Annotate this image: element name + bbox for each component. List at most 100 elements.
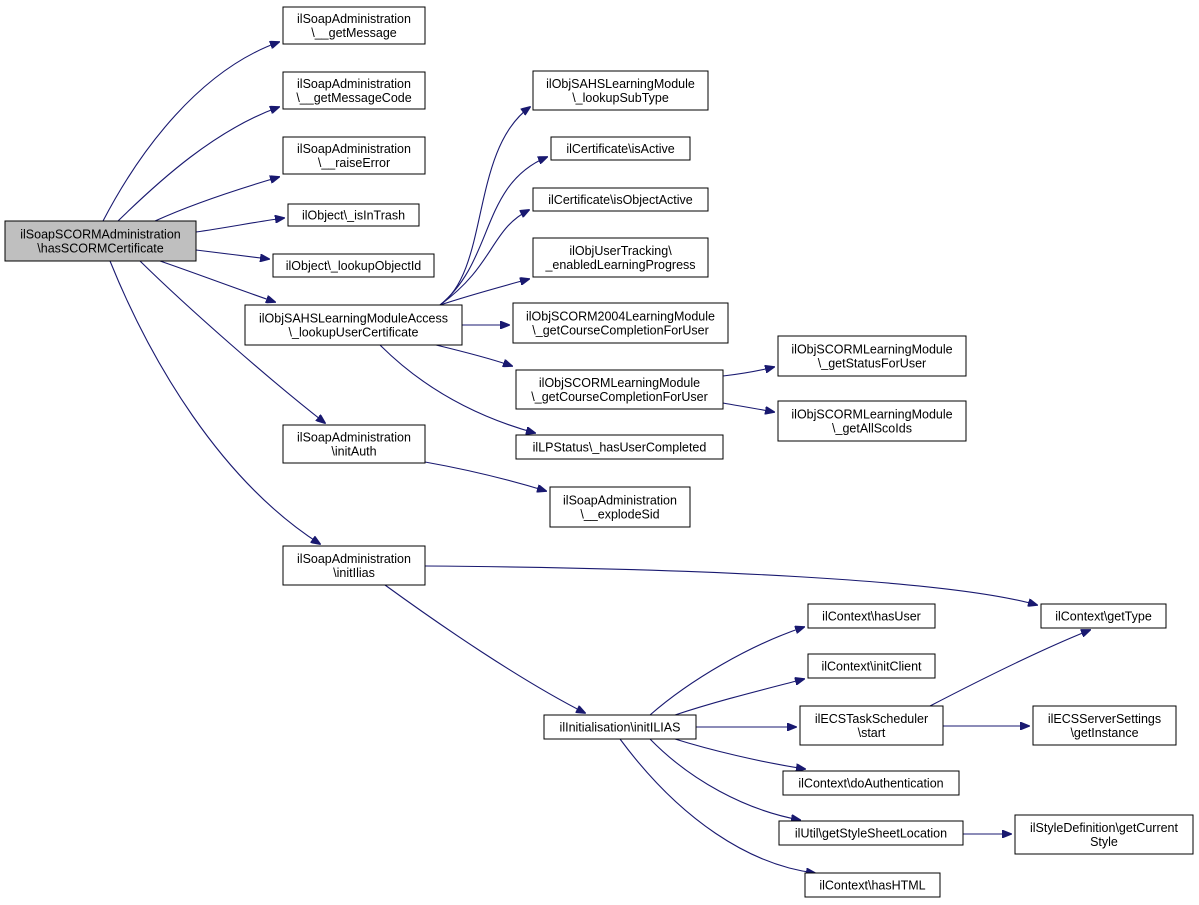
edge-initILIAS-to-initClient <box>674 679 804 716</box>
node-getStatusForUser[interactable]: ilObjSCORMLearningModule\_getStatusForUs… <box>777 335 967 377</box>
node-doAuthentication[interactable]: ilContext\doAuthentication <box>782 770 960 796</box>
node-box <box>282 545 426 586</box>
node-initClient[interactable]: ilContext\initClient <box>807 653 936 679</box>
node-box <box>543 714 697 740</box>
node-box <box>778 820 964 846</box>
edge-root-to-initIlias <box>109 260 320 544</box>
node-getStyleSheetLocation[interactable]: ilUtil\getStyleSheetLocation <box>778 820 964 846</box>
node-box <box>512 302 729 344</box>
edge-root-to-lookupObjectId <box>195 249 269 259</box>
node-label-line: ilCertificate\isActive <box>566 142 674 156</box>
node-box <box>1040 603 1167 629</box>
node-box <box>515 434 724 460</box>
node-isInTrash[interactable]: ilObject\_isInTrash <box>287 203 420 227</box>
node-label-line: ilContext\initClient <box>821 660 922 674</box>
node-label-line: \__getMessage <box>311 26 397 40</box>
edge-root-to-raiseError <box>154 177 279 222</box>
node-label-line: _enabledLearningProgress <box>544 258 695 272</box>
edge-initIlias-to-getType <box>424 565 1037 605</box>
node-initILIAS[interactable]: ilInitialisation\initILIAS <box>543 714 697 740</box>
node-label-line: ilCertificate\isObjectActive <box>548 193 693 207</box>
edge-lookupUserCertificate-to-lookupSubType <box>439 107 530 306</box>
edge-initILIAS-to-hasUser <box>649 627 804 716</box>
node-box <box>777 335 967 377</box>
node-ecsServerSettings[interactable]: ilECSServerSettings\getInstance <box>1032 705 1177 746</box>
node-label-line: ilObjSCORMLearningModule <box>539 376 700 390</box>
node-box <box>282 136 426 175</box>
node-root[interactable]: ilSoapSCORMAdministration\hasSCORMCertif… <box>4 220 197 262</box>
node-label-line: \__explodeSid <box>580 508 659 522</box>
node-label-line: ilObjSAHSLearningModule <box>546 77 695 91</box>
node-box <box>287 203 420 227</box>
node-label-line: ilLPStatus\_hasUserCompleted <box>533 441 707 455</box>
node-ecsStart[interactable]: ilECSTaskScheduler\start <box>799 705 944 746</box>
node-hasUserCompleted[interactable]: ilLPStatus\_hasUserCompleted <box>515 434 724 460</box>
node-box <box>1032 705 1177 746</box>
node-initAuth[interactable]: ilSoapAdministration\initAuth <box>282 424 426 464</box>
node-label-line: ilSoapSCORMAdministration <box>20 228 181 242</box>
node-lookupUserCertificate[interactable]: ilObjSAHSLearningModuleAccess\_lookupUse… <box>244 304 463 346</box>
node-lookupSubType[interactable]: ilObjSAHSLearningModule\_lookupSubType <box>532 70 709 111</box>
edge-root-to-initAuth <box>139 260 325 423</box>
node-certIsObjectActive[interactable]: ilCertificate\isObjectActive <box>532 187 709 212</box>
node-getType[interactable]: ilContext\getType <box>1040 603 1167 629</box>
node-label-line: \_getCourseCompletionForUser <box>532 324 708 338</box>
edge-lookupUserCertificate-to-certIsObjectActive <box>439 210 529 306</box>
edge-lookupUserCertificate-to-hasUserCompleted <box>379 344 535 433</box>
node-label-line: ilSoapAdministration <box>297 552 411 566</box>
node-label-line: \_getCourseCompletionForUser <box>531 390 707 404</box>
node-hasHTML[interactable]: ilContext\hasHTML <box>804 872 941 898</box>
edge-root-to-isInTrash <box>195 218 284 233</box>
edge-lookupUserCertificate-to-certIsActive <box>439 157 547 306</box>
nodes-layer: ilSoapSCORMAdministration\hasSCORMCertif… <box>4 6 1194 898</box>
node-box <box>782 770 960 796</box>
node-getMessage[interactable]: ilSoapAdministration\__getMessage <box>282 6 426 45</box>
node-label-line: ilECSServerSettings <box>1048 712 1161 726</box>
node-lookupObjectId[interactable]: ilObject\_lookupObjectId <box>272 253 435 278</box>
node-raiseError[interactable]: ilSoapAdministration\__raiseError <box>282 136 426 175</box>
node-label-line: ilObjSCORMLearningModule <box>791 343 952 357</box>
node-enabledLP[interactable]: ilObjUserTracking\_enabledLearningProgre… <box>532 237 709 278</box>
edge-root-to-getMessageCode <box>117 107 279 222</box>
node-box <box>532 70 709 111</box>
node-label-line: \_getAllScoIds <box>832 422 912 436</box>
edge-initILIAS-to-doAuthentication <box>674 738 805 769</box>
edge-initAuth-to-explodeSid <box>424 461 546 491</box>
node-explodeSid[interactable]: ilSoapAdministration\__explodeSid <box>549 486 691 528</box>
node-label-line: ilObjSCORM2004LearningModule <box>526 310 715 324</box>
node-label-line: ilContext\hasHTML <box>819 879 925 893</box>
node-box <box>804 872 941 898</box>
node-label-line: ilSoapAdministration <box>563 494 677 508</box>
edge-initILIAS-to-getStyleSheetLocation <box>649 738 800 820</box>
edge-lookupUserCertificate-to-enabledLP <box>439 279 529 306</box>
edge-ecsStart-to-getType <box>929 630 1090 707</box>
edge-lookupUserCertificate-to-scormCompletion <box>435 344 512 366</box>
node-label-line: ilContext\hasUser <box>822 610 921 624</box>
node-label-line: \_lookupSubType <box>572 91 669 105</box>
node-scormCompletion[interactable]: ilObjSCORMLearningModule\_getCourseCompl… <box>515 369 724 410</box>
node-scorm2004Completion[interactable]: ilObjSCORM2004LearningModule\_getCourseC… <box>512 302 729 344</box>
node-label-line: ilContext\getType <box>1055 610 1152 624</box>
node-box <box>282 424 426 464</box>
node-box <box>807 603 936 629</box>
node-box <box>777 400 967 442</box>
node-getAllScoIds[interactable]: ilObjSCORMLearningModule\_getAllScoIds <box>777 400 967 442</box>
node-initIlias[interactable]: ilSoapAdministration\initIlias <box>282 545 426 586</box>
edge-initILIAS-to-hasHTML <box>619 738 815 873</box>
node-label-line: ilObjSCORMLearningModule <box>791 408 952 422</box>
node-label-line: \__getMessageCode <box>296 91 411 105</box>
node-box <box>515 369 724 410</box>
node-label-line: ilSoapAdministration <box>297 77 411 91</box>
node-box <box>272 253 435 278</box>
edge-scormCompletion-to-getStatusForUser <box>722 367 774 377</box>
node-certIsActive[interactable]: ilCertificate\isActive <box>550 136 691 161</box>
node-box <box>282 6 426 45</box>
node-box <box>282 71 426 110</box>
node-label-line: ilObject\_isInTrash <box>302 209 405 223</box>
edge-initIlias-to-initILIAS <box>384 584 585 713</box>
node-box <box>799 705 944 746</box>
node-getMessageCode[interactable]: ilSoapAdministration\__getMessageCode <box>282 71 426 110</box>
node-hasUser[interactable]: ilContext\hasUser <box>807 603 936 629</box>
